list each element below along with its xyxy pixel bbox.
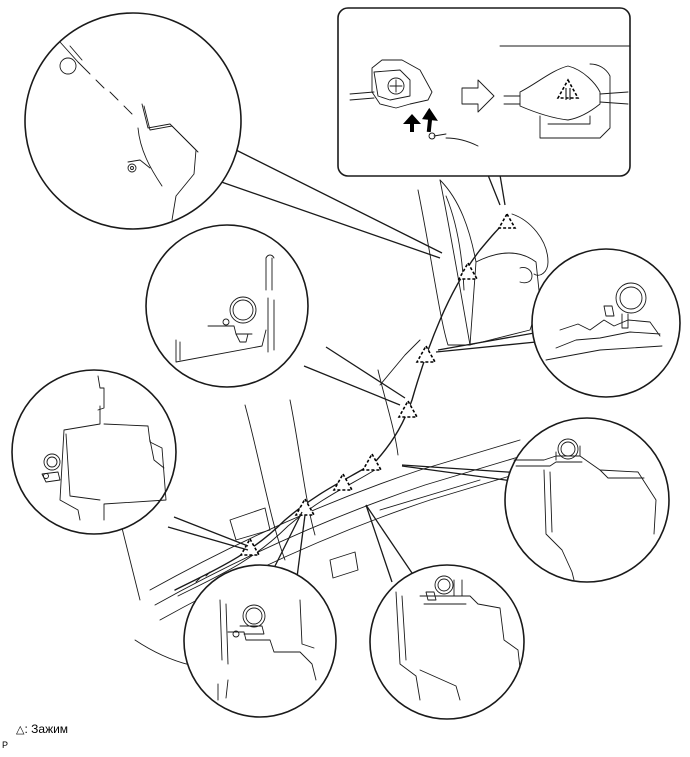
connector-after xyxy=(499,45,631,139)
clip-legend-icon: △ xyxy=(16,724,25,736)
transition-arrow xyxy=(461,79,495,113)
clip-marker xyxy=(361,452,383,471)
legend: △: Зажим xyxy=(16,722,68,736)
clip-marker xyxy=(397,399,419,418)
clip-marker xyxy=(332,472,354,491)
clip-marker xyxy=(294,497,316,516)
detail-circle-bottom-right xyxy=(369,564,525,720)
vehicle-body xyxy=(94,179,541,666)
detail-circle-middle-left xyxy=(145,224,309,388)
detail-circle-top-left xyxy=(24,12,242,230)
detail-circle-bottom-left xyxy=(183,564,337,718)
clip-marker xyxy=(239,537,261,556)
detail-circle-right xyxy=(504,417,670,583)
legend-separator: : xyxy=(24,722,28,736)
connector-before xyxy=(349,59,479,147)
clip-marker xyxy=(497,212,517,229)
corner-code: P xyxy=(2,740,9,750)
detail-circle-right-top xyxy=(531,248,681,398)
clip-marker xyxy=(457,261,479,280)
detail-circle-left xyxy=(11,369,177,535)
connector-inset-box xyxy=(337,7,631,177)
legend-text: Зажим xyxy=(31,722,69,736)
clip-markers xyxy=(239,212,517,556)
clip-marker xyxy=(415,344,437,363)
